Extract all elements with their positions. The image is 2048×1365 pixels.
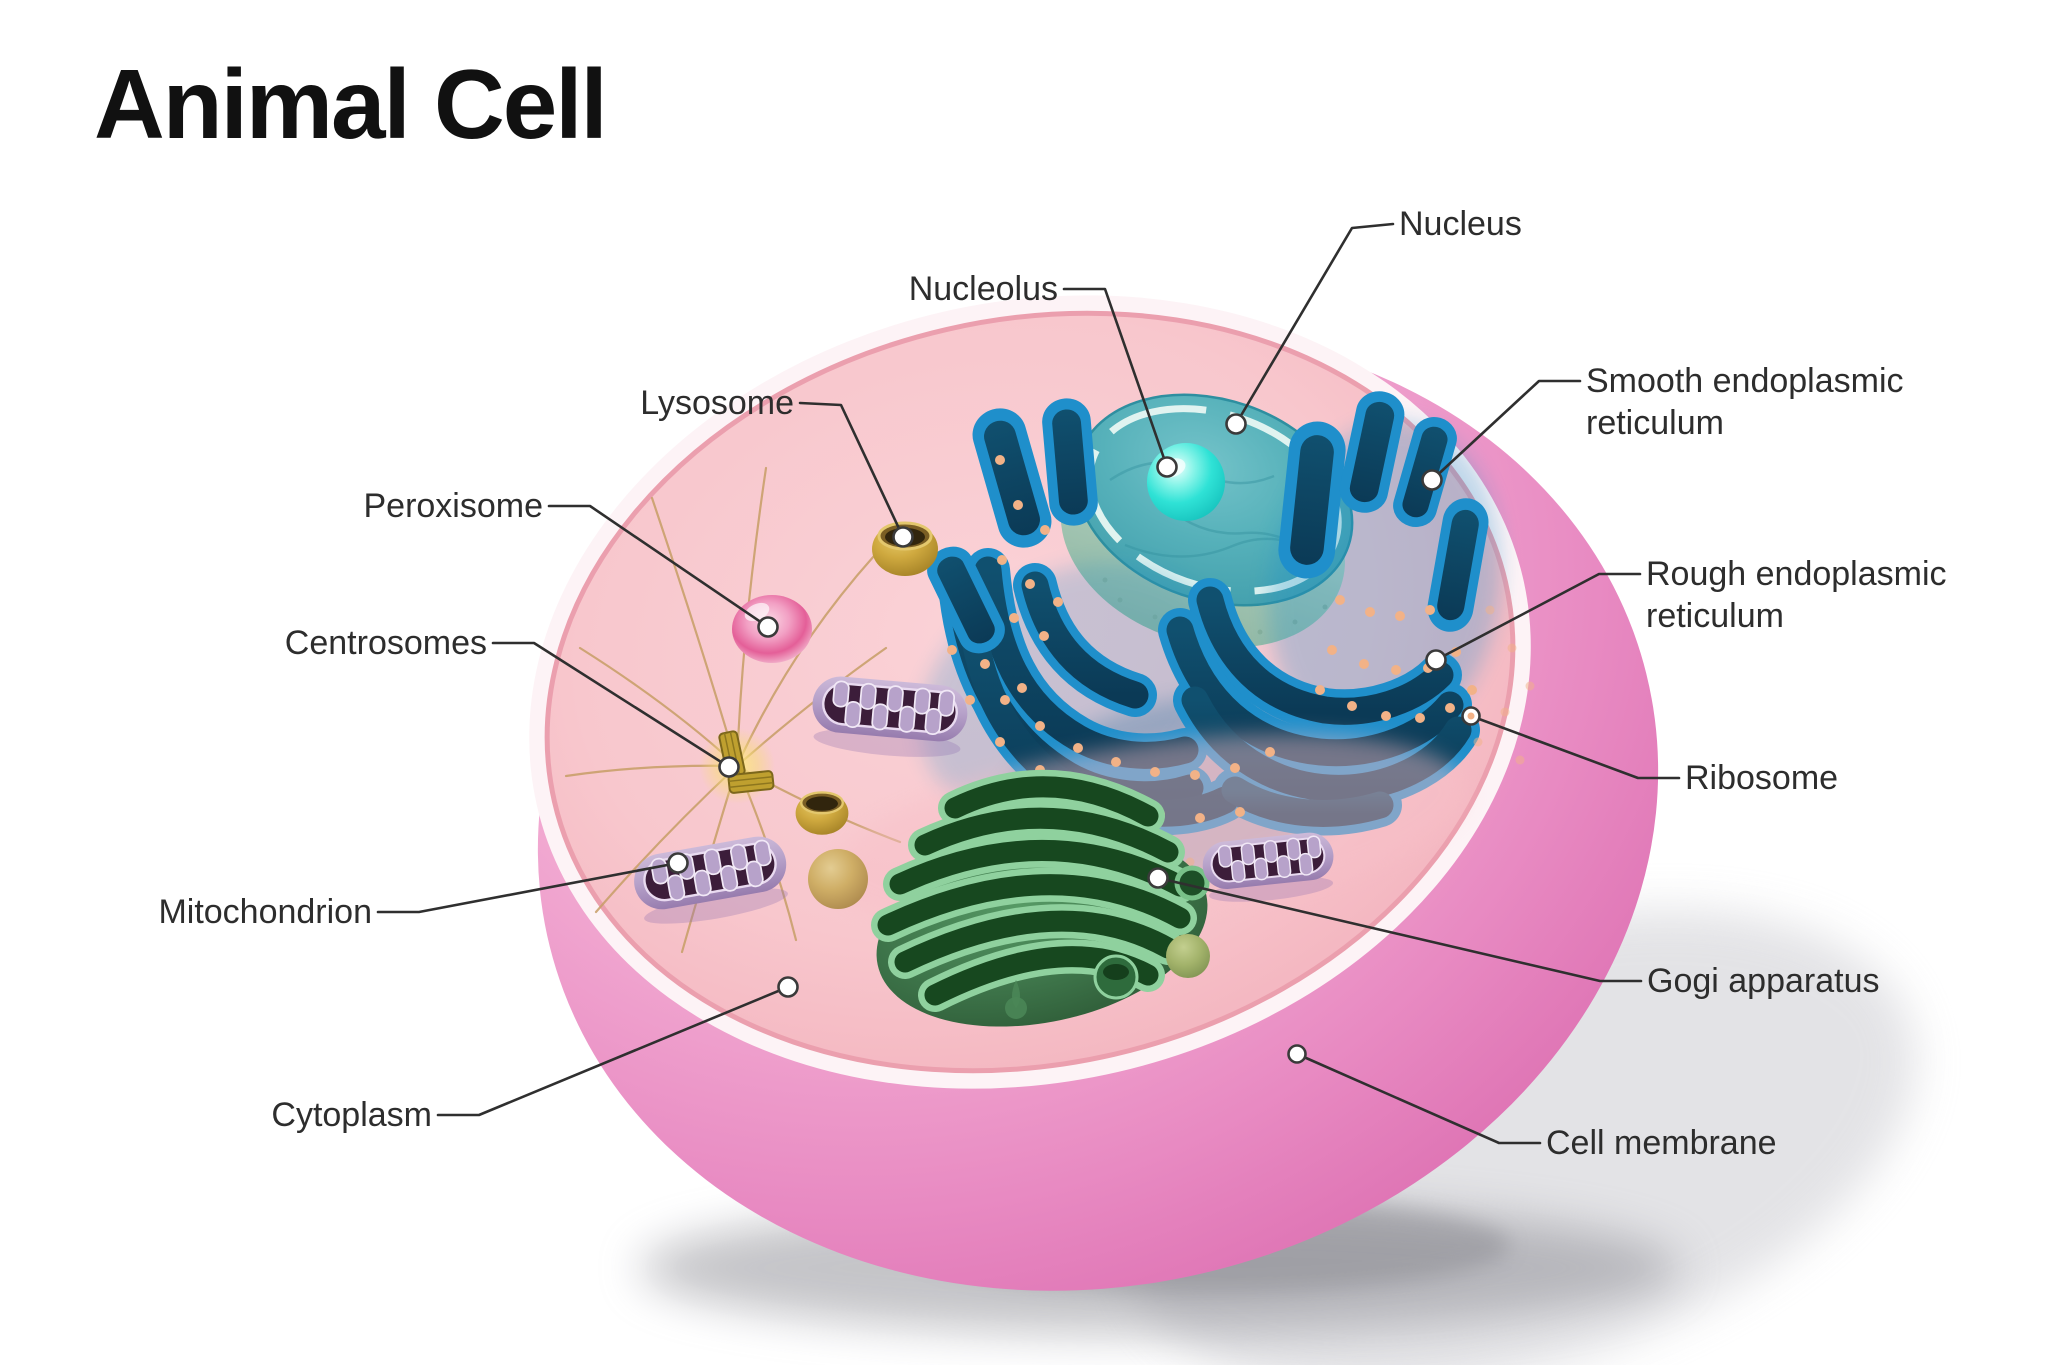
- nucleolus-graphic: [1147, 443, 1225, 521]
- leader-nucleus: [1234, 222, 1395, 426]
- vesicle-cup-graphic: [794, 790, 850, 836]
- leader-lines: [376, 222, 1681, 1145]
- leader-centrosomes: [491, 641, 731, 769]
- label-cell-membrane: Cell membrane: [1546, 1124, 1777, 1162]
- leader-golgi: [1156, 876, 1643, 983]
- ribosome-dots: [947, 455, 1477, 823]
- leader-nucleolus: [1062, 287, 1169, 469]
- label-cytoplasm: Cytoplasm: [271, 1096, 432, 1134]
- label-rough-er: Rough endoplasmic reticulum: [1646, 555, 1947, 635]
- marker-dot-centrosomes: [718, 756, 740, 778]
- marker-dot-peroxisome: [757, 616, 779, 638]
- label-mitochondrion: Mitochondrion: [158, 893, 372, 931]
- label-peroxisome: Peroxisome: [363, 487, 543, 525]
- marker-dot-nucleolus: [1156, 456, 1178, 478]
- marker-dot-cytoplasm: [777, 976, 799, 998]
- page-title: Animal Cell: [94, 49, 608, 159]
- marker-dot-golgi: [1147, 867, 1169, 889]
- leader-mitochondrion: [376, 861, 680, 914]
- leader-lysosome: [798, 401, 905, 539]
- leader-peroxisome: [547, 504, 770, 629]
- marker-dot-smooth-er: [1421, 469, 1443, 491]
- leader-cytoplasm: [436, 985, 790, 1117]
- leader-ribosome: [1469, 714, 1681, 780]
- label-centrosomes: Centrosomes: [284, 624, 487, 662]
- golgi-vesicle: [1166, 934, 1210, 978]
- leader-smooth-er: [1430, 379, 1582, 482]
- label-smooth-er: Smooth endoplasmic reticulum: [1586, 362, 1904, 442]
- label-ribosome: Ribosome: [1685, 759, 1839, 797]
- marker-dot-rough-er: [1425, 649, 1447, 671]
- marker-dot-nucleus: [1225, 413, 1247, 435]
- marker-dot-lysosome: [892, 526, 914, 548]
- marker-dots: [667, 413, 1481, 1064]
- label-golgi: Gogi apparatus: [1647, 962, 1880, 1000]
- golgi-apparatus-graphic: [871, 769, 1210, 1027]
- label-nucleus: Nucleus: [1399, 205, 1522, 243]
- vesicle-sphere-graphic: [808, 849, 868, 909]
- marker-dot-cell-membrane: [1287, 1044, 1307, 1064]
- leader-cell-membrane: [1295, 1052, 1542, 1145]
- label-lysosome: Lysosome: [640, 384, 794, 422]
- leader-rough-er: [1434, 572, 1642, 662]
- label-nucleolus: Nucleolus: [908, 270, 1058, 308]
- marker-dot-mitochondrion: [667, 852, 689, 874]
